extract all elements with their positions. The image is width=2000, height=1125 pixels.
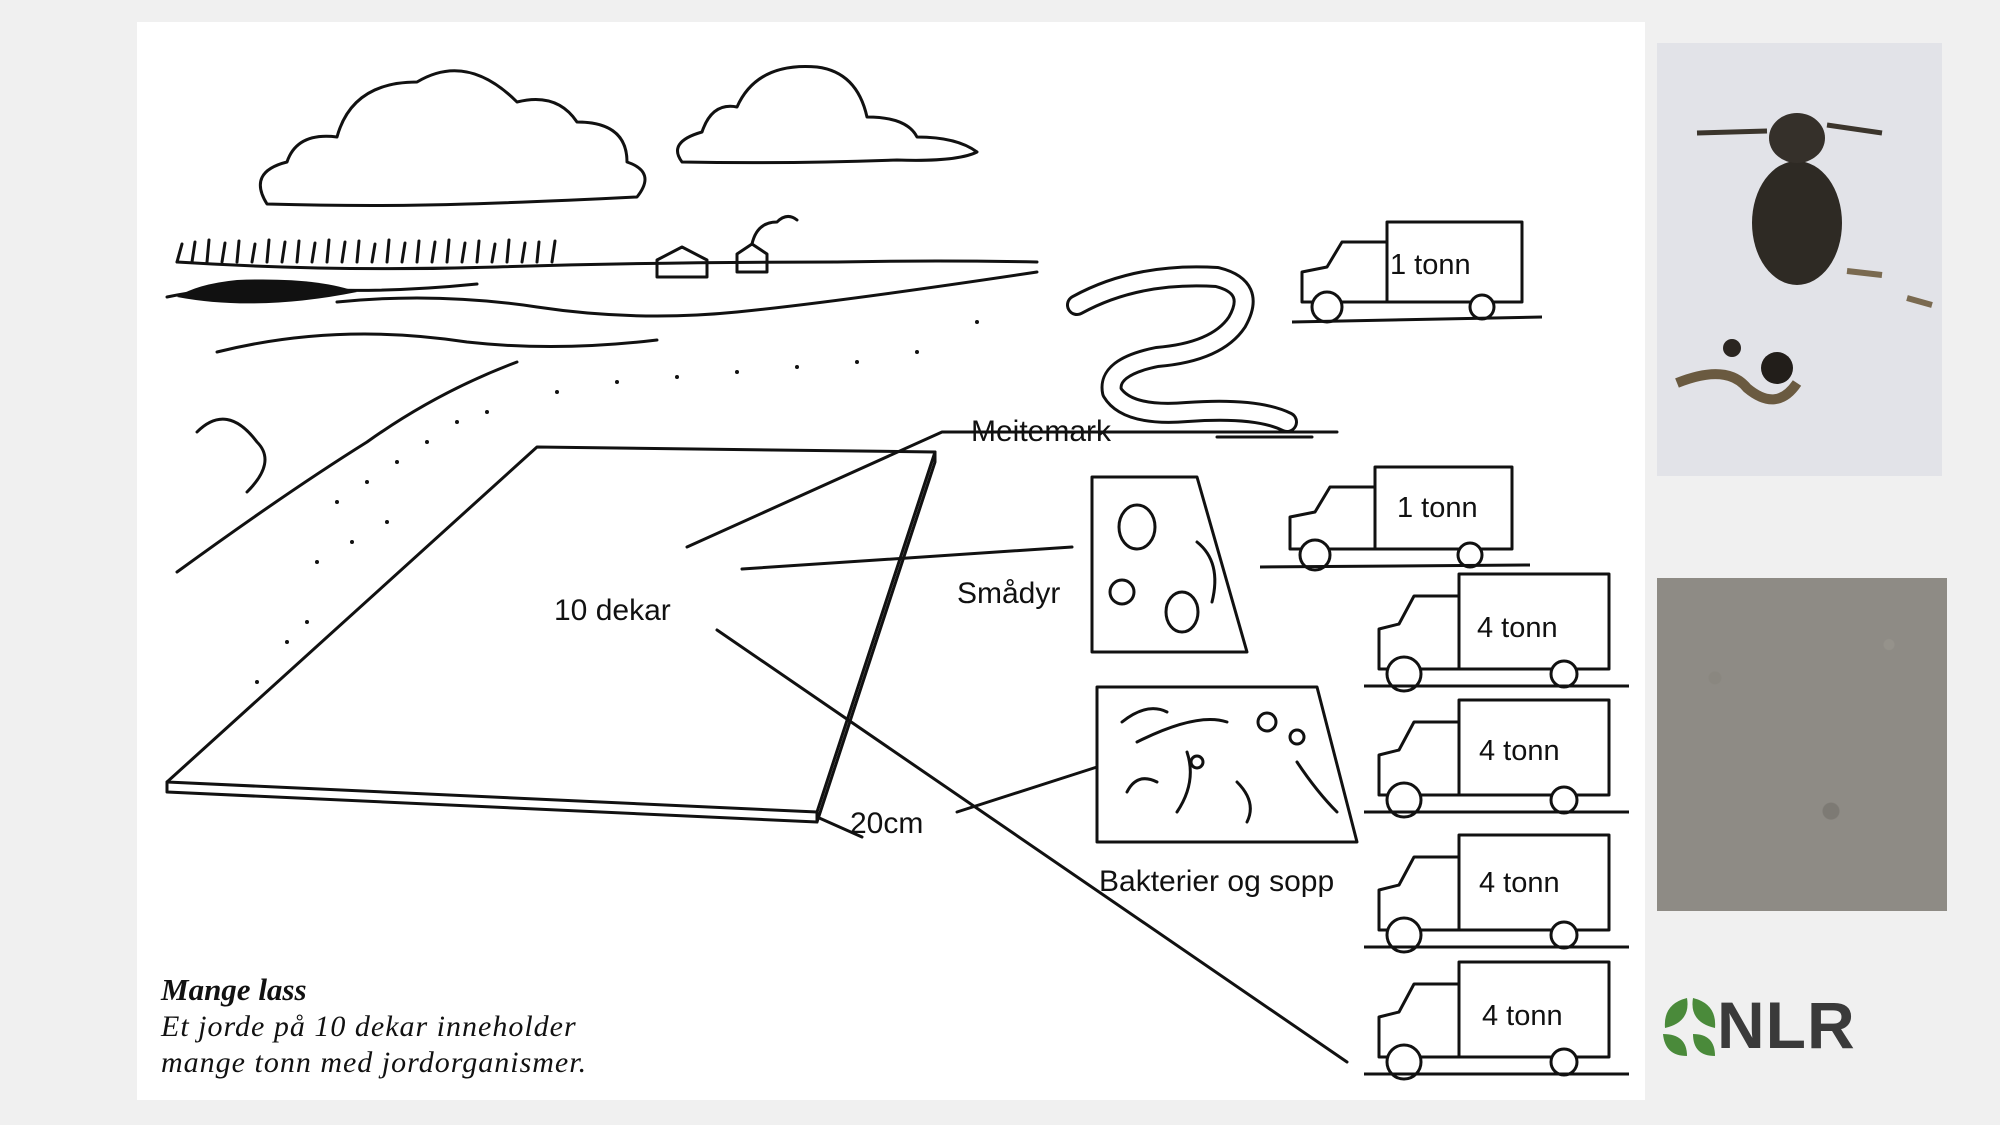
connector-bacteria	[955, 765, 1099, 814]
soil-organism-image	[1657, 43, 1942, 476]
truck-3-label: 4 tonn	[1477, 612, 1558, 644]
photo-soil-organism	[1657, 43, 1942, 476]
pond	[177, 279, 357, 304]
cloud-left	[258, 69, 647, 207]
label-depth: 20cm	[850, 807, 924, 840]
diagram-panel: 10 dekar 20cm Meitemark Smådyr Bakterier…	[137, 22, 1645, 1100]
caption-title: Mange lass	[161, 972, 307, 1007]
label-area: 10 dekar	[554, 594, 671, 627]
label-bacteria: Bakterier og sopp	[1099, 865, 1335, 898]
truck-6-label: 4 tonn	[1482, 1000, 1563, 1032]
cloud-right	[676, 65, 979, 165]
photo-soil	[1657, 578, 1947, 911]
label-small-animals: Smådyr	[957, 577, 1061, 610]
farmhouse	[655, 242, 769, 279]
truck-4	[1364, 698, 1629, 819]
truck-1-label: 1 tonn	[1390, 249, 1471, 281]
nlr-logo-text: NLR	[1717, 988, 1856, 1062]
connector-small-animals	[740, 545, 1074, 571]
bacteria-box	[1095, 685, 1359, 844]
truck-6	[1364, 960, 1629, 1081]
diagram-drawing	[165, 65, 1629, 1081]
caption-line-2: mange tonn med jordorganismer.	[161, 1046, 588, 1079]
horizon	[175, 259, 1039, 271]
label-earthworm: Meitemark	[971, 415, 1112, 448]
truck-5-label: 4 tonn	[1479, 867, 1560, 899]
truck-5	[1364, 833, 1629, 954]
truck-2-label: 1 tonn	[1397, 492, 1478, 524]
truck-2	[1259, 465, 1531, 572]
truck-3	[1364, 572, 1629, 693]
field-plane	[165, 445, 937, 814]
small-animals-box	[1090, 475, 1249, 654]
nlr-logo-leaves-icon	[1663, 998, 1716, 1056]
connector-earthworm	[685, 430, 1339, 549]
truck-1	[1291, 220, 1543, 324]
connector-trucks	[715, 628, 1349, 1064]
truck-4-label: 4 tonn	[1479, 735, 1560, 767]
caption-line-1: Et jorde på 10 dekar inneholder	[161, 1010, 577, 1043]
